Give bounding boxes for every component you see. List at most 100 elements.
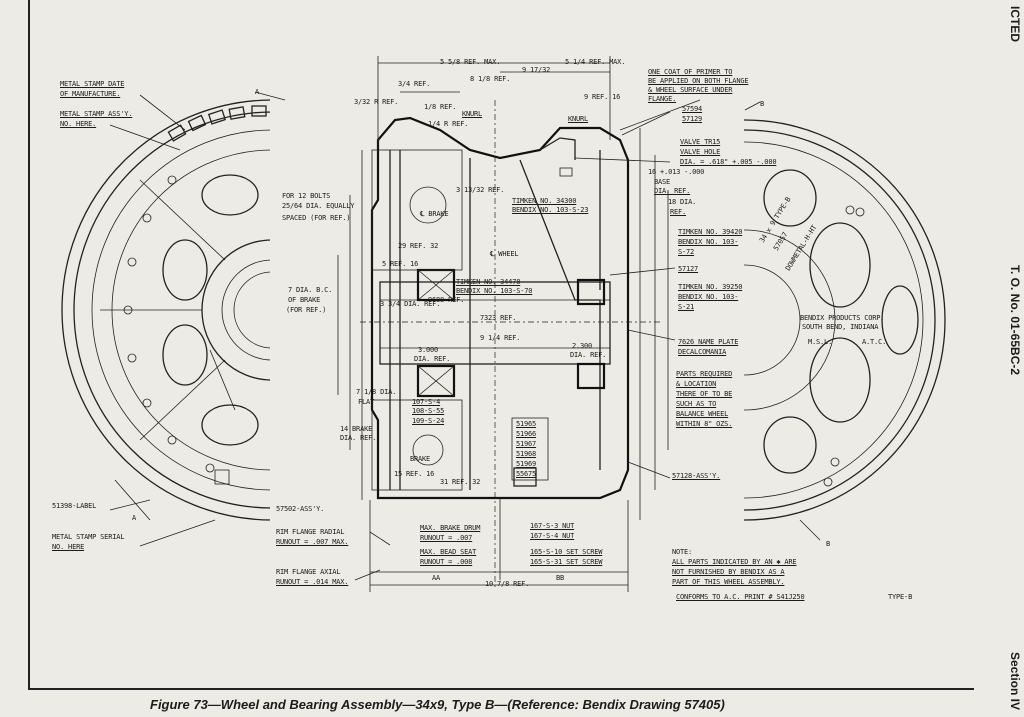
callout-primer-4: FLANGE. [648,95,677,103]
callout-bolts-1: FOR 12 BOLTS [282,192,331,200]
note-bead-2: RUNOUT = .008 [420,558,473,566]
callout-timken-3a: TIMKEN NO. 39420 [678,228,743,236]
note-heading: NOTE: [672,548,693,556]
msl-label: M.S.L. [808,338,833,346]
part-screw-1: 165-S-10 SET SCREW [530,548,603,556]
callout-plate-2: DECALCOMANIA [678,348,727,356]
callout-base-1: 16 +.013 -.000 [648,168,705,176]
part-51969: 51969 [516,460,537,468]
callout-bc-3: (FOR REF.) [286,306,327,314]
callout-18dia-2: REF. [670,208,687,216]
dim-3-13-32: 3 13/32 REF. [456,186,505,194]
label-wheel-centerline: ℄ WHEEL [490,250,519,258]
callout-base-3: DIA. REF. [654,187,691,195]
part-nut-2: 167-S-4 NUT [530,532,575,540]
part-57128: 57128-ASS'Y. [672,472,721,480]
wheel-assembly-drawing [61,56,946,592]
section-a-bottom: A [132,514,137,522]
dim-top-2: 9 17/32 [522,66,551,74]
note-line-3: PART OF THIS WHEEL ASSEMBLY. [672,578,785,586]
note-line-1: ALL PARTS INDICATED BY AN ✱ ARE [672,558,797,566]
dim-29-32: 29 REF. 32 [398,242,439,250]
note-bead-1: MAX. BEAD SEAT [420,548,477,556]
note-drum-1: MAX. BRAKE DRUM [420,524,481,532]
label-brake-centerline: ℄ BRAKE [420,210,449,218]
callout-assy-57502: 57502-ASS'Y. [276,505,325,513]
callout-stamp-date-1: METAL STAMP DATE [60,80,125,88]
dim-top-5: 8 1/8 REF. [470,75,511,83]
part-51966: 51966 [516,430,537,438]
callout-primer-3: & WHEEL SURFACE UNDER [648,86,733,94]
callout-timken-4c: S-21 [678,303,695,311]
callout-primer-2: BE APPLIED ON BOTH FLANGE [648,77,749,85]
dim-2300: 2.300 [572,342,593,350]
callout-flat-2: FLAT [358,398,375,406]
part-nut-1: 167-S-3 NUT [530,522,575,530]
part-107-s-4: 107-S-4 [412,398,441,406]
callout-serial-2: NO. HERE [52,543,85,551]
dim-31-32: 31 REF. 32 [440,478,481,486]
callout-primer-1: ONE COAT OF PRIMER TO [648,68,733,76]
callout-bc-2: OF BRAKE [288,296,321,304]
dim-5-16: 5 REF. 16 [382,260,419,268]
callout-brake-dia-2: DIA. REF. [340,434,377,442]
callout-parts-3: THERE OF TO BE [676,390,733,398]
part-51965: 51965 [516,420,537,428]
callout-parts-6: WITHIN 8" OZS. [676,420,733,428]
dim-2300-b: DIA. REF. [570,351,607,359]
bendix-name-2: SOUTH BEND, INDIANA [802,323,879,331]
callout-parts-1: PARTS REQUIRED [676,370,733,378]
drawing-frame [28,0,974,690]
callout-axial-1: RIM FLANGE AXIAL [276,568,341,576]
atc-label: A.T.C. [862,338,887,346]
callout-valve-1: VALVE TR15 [680,138,721,146]
callout-bolts-2: 25/64 DIA. EQUALLY [282,202,355,210]
part-screw-2: 165-S-31 SET SCREW [530,558,603,566]
figure-caption: Figure 73—Wheel and Bearing Assembly—34x… [150,697,725,712]
callout-parts-4: SUCH AS TO [676,400,717,408]
section-label: Section IV [1008,652,1022,711]
callout-flat-1: 7 1/8 DIA. [356,388,397,396]
callout-brake-dia-1: 14 BRAKE [340,425,373,433]
callout-timken-4b: BENDIX NO. 103- [678,293,739,301]
note-line-2: NOT FURNISHED BY BENDIX AS A [672,568,785,576]
callout-timken-4a: TIMKEN NO. 39250 [678,283,743,291]
restricted-header: ICTED [1008,6,1022,42]
callout-radial-1: RIM FLANGE RADIAL [276,528,345,536]
part-51967: 51967 [516,440,537,448]
dim-9688: 9688 REF. [428,296,465,304]
callout-stamp-assy-1: METAL STAMP ASS'Y. [60,110,133,118]
dim-knurl-1: KNURL [462,110,483,118]
dim-top-9: 9 REF. 16 [584,93,621,101]
label-timken-1b: BENDIX NO. 103-S-23 [512,206,589,214]
callout-base-2: BASE [654,178,671,186]
dim-15-16: 15 REF. 16 [394,470,435,478]
callout-timken-3b: BENDIX NO. 103- [678,238,739,246]
part-57127: 57127 [678,265,699,273]
callout-18dia-1: 18 DIA. [668,198,697,206]
dim-3-3-4: 3 3/4 DIA. REF. [380,300,441,308]
dim-9-quarter: 9 1/4 REF. [480,334,521,342]
callout-timken-3c: S-72 [678,248,695,256]
bendix-name-1: BENDIX PRODUCTS CORP. [800,314,885,322]
callout-serial-1: METAL STAMP SERIAL [52,533,125,541]
callout-parts-2: & LOCATION [676,380,717,388]
part-109-s-24: 109-S-24 [412,417,445,425]
note-drum-2: RUNOUT = .007 [420,534,473,542]
dim-bb: BB [556,574,565,582]
callout-valve-2: VALVE HOLE [680,148,721,156]
callout-plate-1: 7626 NAME PLATE [678,338,739,346]
dim-top-6: 3/32 R REF. [354,98,399,106]
label-timken-1a: TIMKEN NO. 34300 [512,197,577,205]
section-b-top: B [760,100,765,108]
print-reference: CONFORMS TO A.C. PRINT # S41J250 [676,593,805,601]
dim-3000: 3.000 [418,346,439,354]
dim-width: 10 7/8 REF. [485,580,530,588]
callout-bc-1: 7 DIA. B.C. [288,286,333,294]
type-b-label: TYPE-B [888,593,913,601]
part-108-s-55: 108-S-55 [412,407,445,415]
part-57129: 57129 [682,115,703,123]
callout-stamp-assy-2: NO. HERE. [60,120,97,128]
dim-top-8: 1/4 R REF. [428,120,469,128]
callout-stamp-date-2: OF MANUFACTURE. [60,90,121,98]
